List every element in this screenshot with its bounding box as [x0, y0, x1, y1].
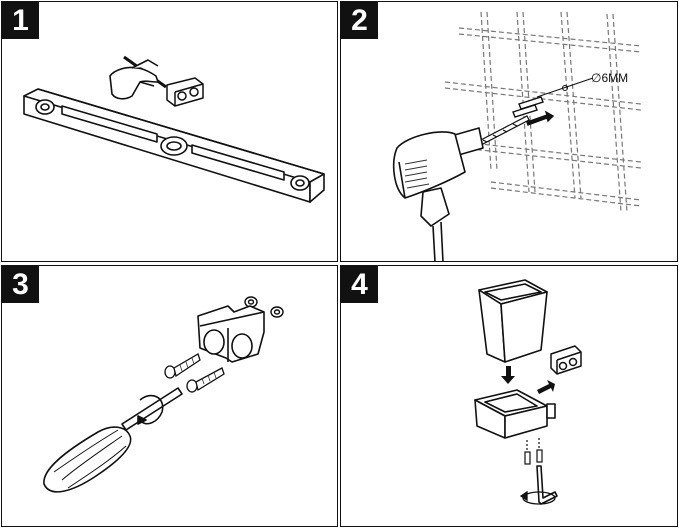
down-arrow: [501, 366, 515, 384]
hand-with-pen-icon: [109, 55, 167, 100]
cup-holder-icon: [474, 389, 556, 439]
set-screw-icon: [524, 438, 543, 465]
insert-arrow: [526, 110, 555, 126]
step-4-panel: 4: [340, 265, 678, 527]
power-drill-icon: [392, 127, 484, 261]
rotation-arrow: [519, 490, 556, 505]
drill-bit-icon: [476, 115, 530, 147]
wall-bracket-icon: [166, 77, 204, 107]
allen-key-icon: [536, 465, 558, 505]
step-3-illustration: [43, 296, 284, 493]
insert-arrow: [537, 380, 555, 394]
wall-bracket-icon: [197, 305, 265, 363]
washer-icon: [244, 296, 284, 318]
step-1-panel: 1: [1, 1, 338, 262]
step-2-illustration: ∅6MM: [392, 11, 642, 261]
screwdriver-icon: [43, 387, 183, 493]
tumbler-cup-icon: [478, 279, 548, 363]
step-number: 4: [341, 266, 378, 303]
step-1-illustration: [23, 55, 325, 203]
step-3-panel: 3: [1, 265, 338, 527]
wall-plug-icon: [512, 96, 544, 118]
step-4-illustration: [474, 279, 582, 505]
step-number: 2: [341, 2, 378, 39]
screw-icon: [164, 353, 225, 393]
step-number: 1: [2, 2, 39, 39]
step-2-panel: 2 ∅6MM: [340, 1, 678, 262]
wall-bracket-icon: [550, 345, 582, 375]
drill-size-label: ∅6MM: [591, 71, 628, 85]
step-number: 3: [2, 266, 39, 303]
spirit-level-icon: [23, 88, 325, 203]
drill-size-callout: [536, 77, 594, 98]
wall-tile-grid: [444, 11, 642, 213]
